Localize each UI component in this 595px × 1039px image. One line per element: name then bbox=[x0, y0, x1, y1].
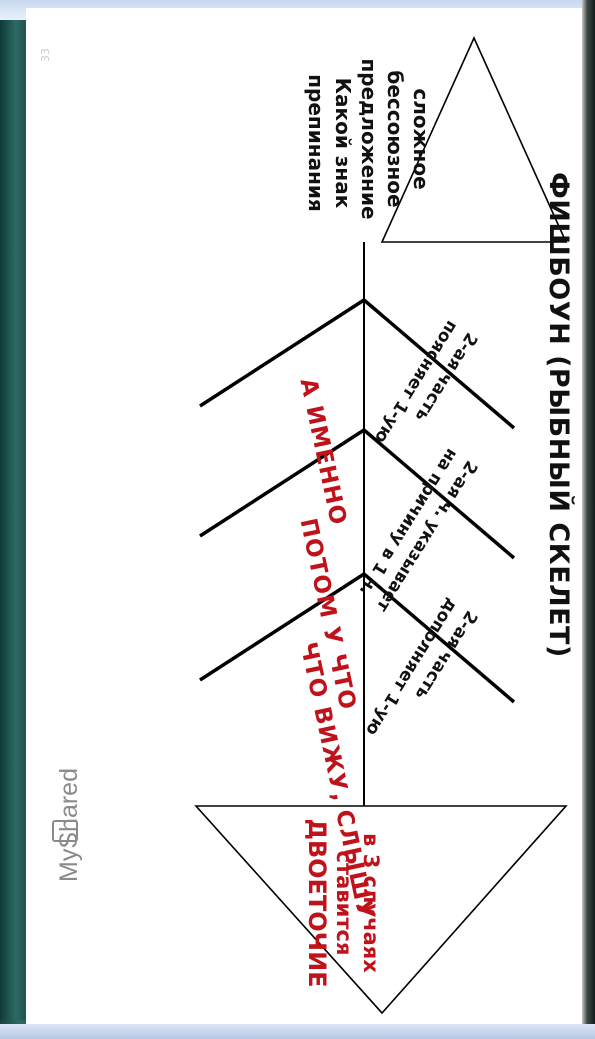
fishbone-lines bbox=[194, 36, 568, 1015]
watermark: MyShared bbox=[55, 768, 83, 882]
question-line-2: препинания bbox=[304, 74, 328, 212]
right-side-panel bbox=[582, 0, 595, 1039]
bone-1-upper-line bbox=[362, 298, 516, 430]
question-line-1: Какой знак bbox=[331, 77, 355, 209]
bottom-window-strip bbox=[0, 1024, 595, 1039]
bone-2-lower-line bbox=[199, 428, 365, 538]
bone-3-upper-line bbox=[362, 572, 516, 704]
tail-label: сложное бессоюзное предложение bbox=[356, 36, 434, 242]
bone-2-upper-line bbox=[362, 428, 516, 560]
tail-line-3: предложение bbox=[357, 58, 381, 220]
question-label: Какой знак препинания bbox=[302, 48, 356, 238]
slide: ФИШБОУН (РЫБНЫЙ СКЕЛЕТ) сложное бессоюзн… bbox=[26, 8, 582, 1024]
slide-number: 33 bbox=[39, 48, 52, 62]
tail-triangle bbox=[380, 36, 568, 243]
fishbone-diagram: ФИШБОУН (РЫБНЫЙ СКЕЛЕТ) сложное бессоюзн… bbox=[26, 8, 582, 1024]
bone-1-lower-line bbox=[199, 298, 365, 408]
answer-line-3: ДВОЕТОЧИЕ bbox=[303, 818, 331, 988]
tail-line-1: сложное bbox=[409, 88, 433, 190]
tail-line-2: бессоюзное bbox=[383, 70, 407, 208]
diagram-title: ФИШБОУН (РЫБНЫЙ СКЕЛЕТ) bbox=[543, 172, 574, 658]
bone-3-lower-line bbox=[199, 572, 365, 682]
head-triangle bbox=[194, 805, 568, 1015]
left-side-panel bbox=[0, 20, 26, 1020]
